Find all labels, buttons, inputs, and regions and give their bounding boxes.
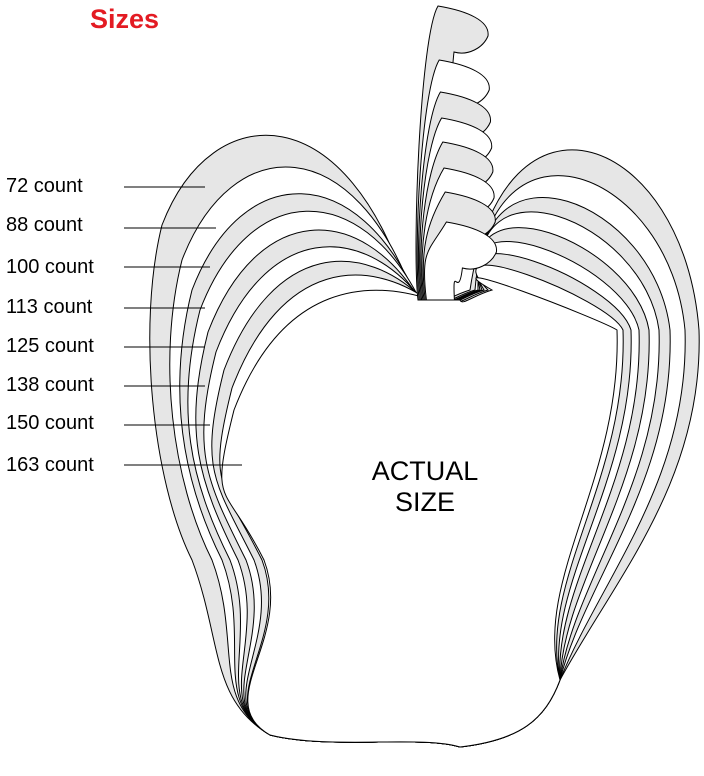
size-label-163: 163 count [6, 454, 94, 477]
size-label-150: 150 count [6, 412, 94, 435]
size-label-100: 100 count [6, 256, 94, 279]
size-label-72: 72 count [6, 175, 83, 198]
size-label-138: 138 count [6, 374, 94, 397]
size-label-113: 113 count [6, 296, 92, 319]
size-label-88: 88 count [6, 214, 83, 237]
actual-size-label-line1: ACTUAL [330, 456, 520, 486]
actual-size-label-line2: SIZE [330, 487, 520, 517]
size-label-125: 125 count [6, 335, 94, 358]
